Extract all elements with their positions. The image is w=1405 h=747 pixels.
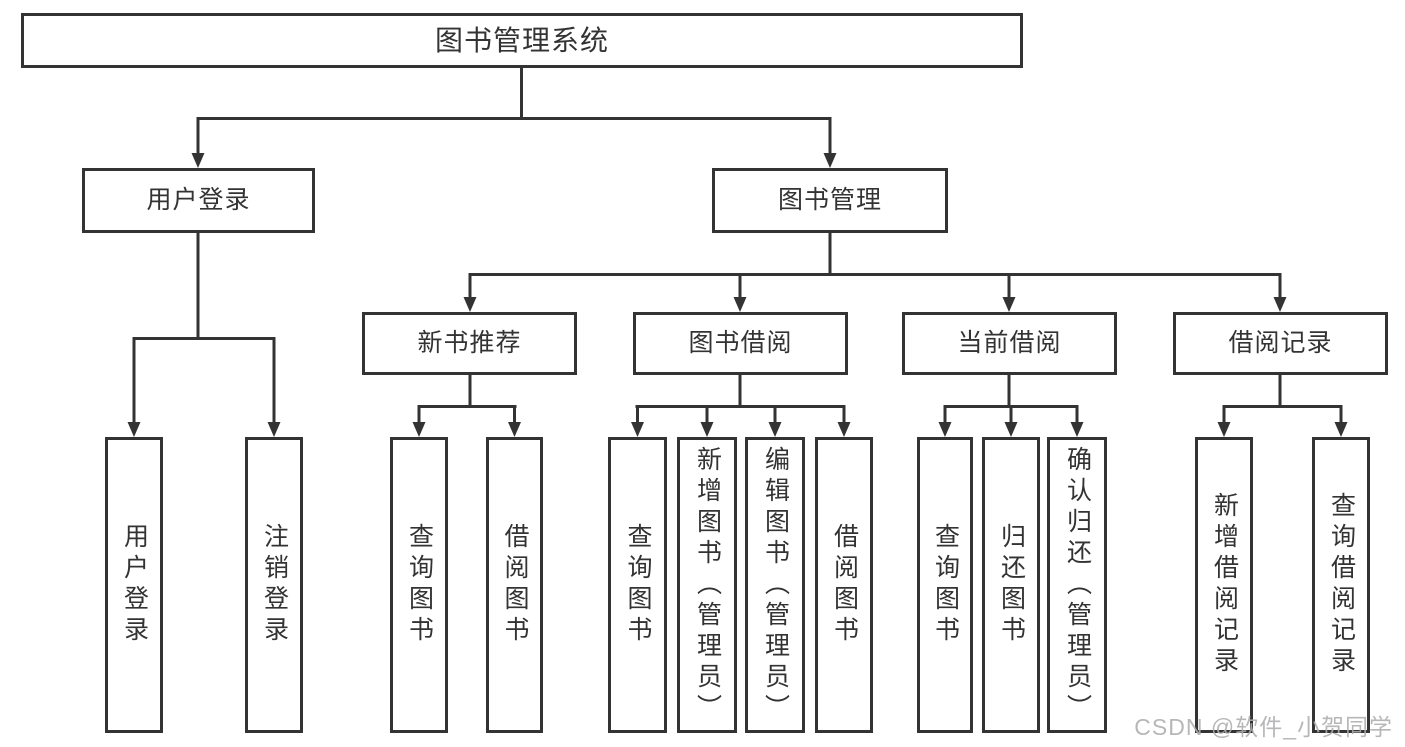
node-book-borrow-label: 图书借阅 — [688, 329, 793, 357]
leaf-query-borrow-record: 查询借阅记录 — [1312, 437, 1370, 733]
node-borrow-records: 借阅记录 — [1173, 312, 1388, 375]
node-user-login-label: 用户登录 — [146, 186, 251, 214]
csdn-watermark: CSDN @软件_小贺同学 — [1134, 714, 1393, 740]
node-new-book-recommend: 新书推荐 — [362, 312, 577, 375]
node-current-borrow-label: 当前借阅 — [957, 329, 1062, 357]
node-root-system: 图书管理系统 — [21, 13, 1023, 68]
node-book-management-label: 图书管理 — [777, 186, 882, 214]
node-borrow-records-label: 借阅记录 — [1228, 329, 1333, 357]
leaf-logout-label: 注销登录 — [260, 523, 289, 647]
node-current-borrow: 当前借阅 — [902, 312, 1117, 375]
node-book-borrow: 图书借阅 — [633, 312, 848, 375]
node-user-login: 用户登录 — [82, 168, 315, 233]
leaf-borrow-query-books-label: 查询图书 — [624, 523, 652, 647]
leaf-add-borrow-record-label: 新增借阅记录 — [1210, 492, 1239, 678]
leaf-current-query-books-label: 查询图书 — [931, 523, 960, 647]
leaf-add-book-admin: 新增图书（管理员） — [677, 437, 737, 733]
leaf-confirm-return-admin: 确认归还（管理员） — [1047, 437, 1107, 733]
leaf-return-book-label: 归还图书 — [997, 523, 1026, 647]
leaf-edit-book-admin-label: 编辑图书（管理员） — [761, 445, 790, 725]
leaf-current-query-books: 查询图书 — [917, 437, 973, 733]
leaf-recommend-query-books: 查询图书 — [390, 437, 448, 733]
leaf-return-book: 归还图书 — [982, 437, 1040, 733]
leaf-add-book-admin-label: 新增图书（管理员） — [693, 445, 722, 725]
leaf-recommend-borrow-books: 借阅图书 — [486, 437, 543, 733]
leaf-borrow-books: 借阅图书 — [815, 437, 873, 733]
leaf-user-login: 用户登录 — [105, 437, 163, 733]
node-root-label: 图书管理系统 — [434, 24, 609, 56]
leaf-recommend-query-books-label: 查询图书 — [405, 523, 434, 647]
node-book-management: 图书管理 — [712, 168, 948, 233]
leaf-query-borrow-record-label: 查询借阅记录 — [1327, 492, 1356, 678]
leaf-user-login-label: 用户登录 — [120, 523, 149, 647]
leaf-borrow-books-label: 借阅图书 — [830, 523, 859, 647]
leaf-add-borrow-record: 新增借阅记录 — [1195, 437, 1253, 733]
leaf-edit-book-admin: 编辑图书（管理员） — [745, 437, 805, 733]
leaf-borrow-query-books: 查询图书 — [608, 437, 667, 733]
leaf-logout: 注销登录 — [245, 437, 303, 733]
leaf-confirm-return-admin-label: 确认归还（管理员） — [1063, 445, 1092, 725]
leaf-recommend-borrow-books-label: 借阅图书 — [501, 523, 529, 647]
node-new-book-recommend-label: 新书推荐 — [417, 329, 522, 357]
